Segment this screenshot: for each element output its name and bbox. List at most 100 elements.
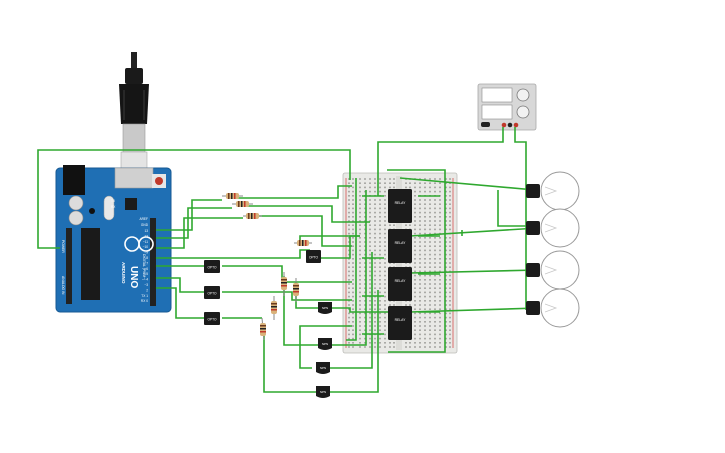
breadboard-hole[interactable]: [419, 287, 421, 289]
breadboard-hole[interactable]: [393, 224, 395, 226]
breadboard-hole[interactable]: [449, 312, 451, 315]
breadboard-hole[interactable]: [445, 321, 447, 323]
breadboard-hole[interactable]: [424, 190, 426, 193]
breadboard-hole[interactable]: [389, 186, 391, 189]
breadboard-hole[interactable]: [419, 295, 421, 298]
breadboard-hole[interactable]: [384, 279, 386, 281]
relay[interactable]: RELAY: [388, 229, 412, 263]
breadboard-hole[interactable]: [374, 207, 376, 210]
breadboard-hole[interactable]: [429, 207, 431, 210]
breadboard-hole[interactable]: [348, 224, 350, 226]
breadboard-hole[interactable]: [384, 291, 386, 294]
breadboard-hole[interactable]: [449, 190, 451, 193]
breadboard-hole[interactable]: [414, 182, 416, 184]
breadboard-hole[interactable]: [434, 190, 436, 193]
breadboard-hole[interactable]: [434, 199, 436, 201]
breadboard-hole[interactable]: [445, 316, 447, 319]
breadboard-hole[interactable]: [359, 262, 361, 264]
breadboard-hole[interactable]: [379, 274, 381, 277]
breadboard-hole[interactable]: [374, 346, 376, 348]
breadboard-hole[interactable]: [369, 287, 371, 289]
breadboard-hole[interactable]: [414, 262, 416, 264]
breadboard-hole[interactable]: [384, 283, 386, 285]
breadboard-hole[interactable]: [414, 258, 416, 260]
light-bulb-icon[interactable]: [526, 250, 580, 290]
breadboard-hole[interactable]: [389, 304, 391, 306]
breadboard-hole[interactable]: [434, 279, 436, 281]
breadboard-hole[interactable]: [424, 308, 426, 310]
breadboard-hole[interactable]: [379, 211, 381, 214]
breadboard-hole[interactable]: [389, 342, 391, 344]
breadboard-hole[interactable]: [439, 266, 441, 268]
breadboard-hole[interactable]: [445, 262, 447, 264]
breadboard-hole[interactable]: [419, 220, 421, 222]
breadboard-hole[interactable]: [434, 266, 436, 268]
breadboard-hole[interactable]: [364, 325, 366, 327]
breadboard-hole[interactable]: [348, 316, 350, 319]
breadboard-hole[interactable]: [348, 312, 350, 315]
breadboard-hole[interactable]: [449, 300, 451, 302]
breadboard-hole[interactable]: [429, 287, 431, 289]
negative-terminal[interactable]: [507, 122, 513, 128]
breadboard-hole[interactable]: [364, 182, 366, 184]
breadboard-hole[interactable]: [419, 337, 421, 340]
breadboard-hole[interactable]: [414, 346, 416, 348]
breadboard-hole[interactable]: [352, 291, 354, 294]
breadboard-hole[interactable]: [374, 216, 376, 218]
transistor[interactable]: NPN: [318, 338, 332, 350]
breadboard-hole[interactable]: [429, 295, 431, 298]
breadboard-hole[interactable]: [364, 207, 366, 210]
breadboard-hole[interactable]: [359, 178, 361, 180]
breadboard-hole[interactable]: [374, 203, 376, 205]
breadboard-hole[interactable]: [429, 304, 431, 306]
optocoupler[interactable]: OPTO: [204, 286, 220, 299]
breadboard-hole[interactable]: [359, 321, 361, 323]
breadboard-hole[interactable]: [364, 249, 366, 252]
power-switch[interactable]: [481, 122, 490, 127]
breadboard-hole[interactable]: [384, 346, 386, 348]
breadboard-hole[interactable]: [424, 279, 426, 281]
breadboard-hole[interactable]: [364, 186, 366, 189]
breadboard-hole[interactable]: [369, 279, 371, 281]
breadboard-hole[interactable]: [374, 300, 376, 302]
breadboard-hole[interactable]: [424, 203, 426, 205]
breadboard-hole[interactable]: [445, 249, 447, 252]
breadboard-hole[interactable]: [352, 262, 354, 264]
breadboard-hole[interactable]: [393, 182, 395, 184]
breadboard-hole[interactable]: [439, 224, 441, 226]
breadboard-hole[interactable]: [352, 186, 354, 189]
breadboard-hole[interactable]: [348, 342, 350, 344]
breadboard-hole[interactable]: [434, 232, 436, 235]
breadboard-hole[interactable]: [424, 287, 426, 289]
breadboard-hole[interactable]: [445, 266, 447, 268]
breadboard-hole[interactable]: [348, 228, 350, 231]
breadboard-hole[interactable]: [445, 253, 447, 256]
breadboard-hole[interactable]: [434, 325, 436, 327]
breadboard-hole[interactable]: [414, 304, 416, 306]
breadboard-hole[interactable]: [379, 199, 381, 201]
breadboard-hole[interactable]: [405, 342, 407, 344]
breadboard-hole[interactable]: [379, 245, 381, 247]
breadboard-hole[interactable]: [445, 312, 447, 315]
breadboard-hole[interactable]: [429, 321, 431, 323]
breadboard-hole[interactable]: [434, 346, 436, 348]
breadboard-hole[interactable]: [429, 237, 431, 239]
breadboard-hole[interactable]: [449, 295, 451, 298]
breadboard-hole[interactable]: [424, 342, 426, 344]
breadboard-hole[interactable]: [384, 337, 386, 340]
breadboard-hole[interactable]: [424, 241, 426, 243]
breadboard-hole[interactable]: [352, 304, 354, 306]
breadboard-hole[interactable]: [384, 270, 386, 273]
breadboard-hole[interactable]: [359, 190, 361, 193]
breadboard-hole[interactable]: [384, 295, 386, 298]
breadboard-hole[interactable]: [374, 262, 376, 264]
breadboard-hole[interactable]: [359, 195, 361, 197]
breadboard-hole[interactable]: [379, 220, 381, 222]
breadboard-hole[interactable]: [434, 241, 436, 243]
resistor[interactable]: [294, 240, 312, 246]
breadboard-hole[interactable]: [393, 178, 395, 180]
breadboard-hole[interactable]: [359, 258, 361, 260]
breadboard-hole[interactable]: [384, 333, 386, 336]
breadboard-hole[interactable]: [352, 190, 354, 193]
breadboard-hole[interactable]: [364, 199, 366, 201]
